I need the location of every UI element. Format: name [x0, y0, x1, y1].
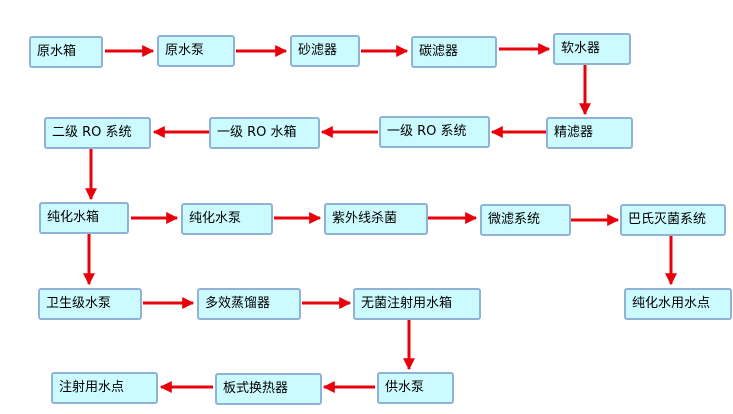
node-uv-sterilizer: 紫外线杀菌	[324, 203, 428, 235]
node-precision-filter: 精滤器	[546, 117, 633, 149]
node-pure-water-point: 纯化水用水点	[624, 288, 732, 320]
node-softener: 软水器	[553, 33, 631, 65]
node-raw-tank: 原水箱	[29, 36, 103, 68]
node-wfi-tank: 无菌注射用水箱	[353, 288, 481, 320]
node-carbon-filter: 碳滤器	[411, 36, 497, 68]
node-distiller: 多效蒸馏器	[197, 288, 301, 320]
node-pasteur-sterilizer: 巴氏灭菌系统	[620, 204, 726, 236]
node-raw-pump: 原水泵	[157, 35, 235, 67]
node-plate-heat-exchanger: 板式换热器	[215, 373, 322, 405]
node-sanitary-pump: 卫生级水泵	[38, 288, 142, 320]
node-wfi-point: 注射用水点	[51, 372, 158, 404]
node-ro1-system: 一级 RO 系统	[379, 116, 490, 148]
node-sand-filter: 砂滤器	[290, 35, 360, 67]
node-pure-tank: 纯化水箱	[39, 202, 129, 234]
node-microfilter: 微滤系统	[480, 204, 571, 236]
node-ro2-system: 二级 RO 系统	[44, 117, 151, 149]
node-ro1-tank: 一级 RO 水箱	[209, 117, 320, 149]
node-pure-pump: 纯化水泵	[181, 203, 273, 235]
node-supply-pump: 供水泵	[377, 372, 454, 404]
